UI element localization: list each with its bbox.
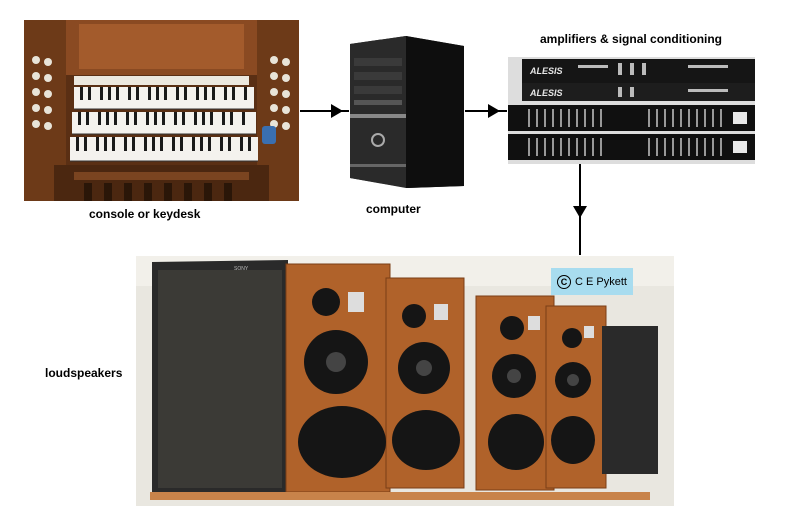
copyright-icon: C: [557, 274, 572, 289]
alesis-brand-top: ALESIS: [529, 66, 563, 76]
loudspeaker-cabinets-icon: SONY: [136, 256, 674, 506]
amplifiers-label: amplifiers & signal conditioning: [540, 32, 723, 46]
console-photo: [24, 20, 299, 201]
copyright-text: C E Pykett: [575, 275, 627, 288]
amplifier-rack-photo: ALESIS ALESIS: [508, 57, 755, 164]
alesis-brand-second: ALESIS: [529, 88, 563, 98]
arrow-down-icon: [573, 206, 587, 218]
edge-console-to-computer: [300, 104, 349, 118]
computer-photo: [350, 36, 464, 188]
loudspeakers-photo: SONY: [136, 256, 674, 506]
edge-computer-to-amplifiers: [465, 104, 507, 118]
organ-console-icon: [24, 20, 299, 201]
console-label: console or keydesk: [89, 207, 201, 221]
pc-tower-icon: [350, 36, 464, 188]
arrow-right-icon: [331, 104, 343, 118]
arrow-right-icon: [488, 104, 500, 118]
copyright-badge: C C E Pykett: [551, 268, 633, 295]
edge-amplifiers-to-loudspeakers: [573, 164, 587, 255]
loudspeakers-label: loudspeakers: [45, 366, 123, 380]
sony-brand: SONY: [234, 266, 249, 272]
rack-amplifier-icon: ALESIS ALESIS: [508, 57, 755, 164]
computer-label: computer: [366, 202, 421, 216]
